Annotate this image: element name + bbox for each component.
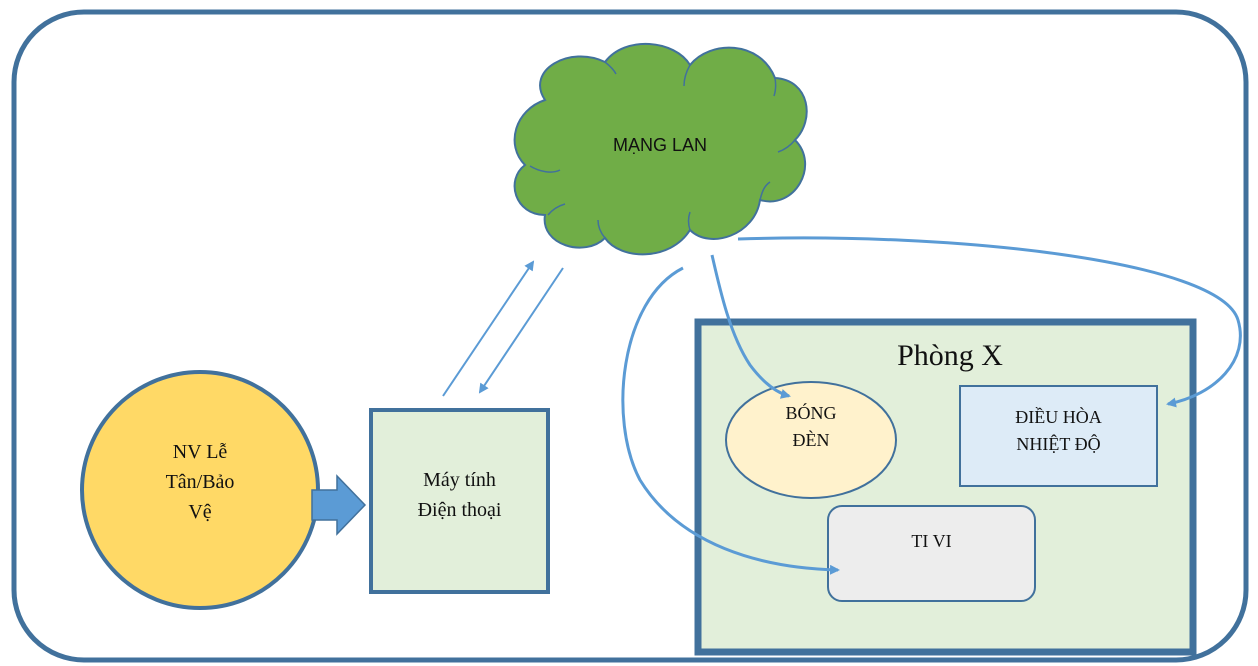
arrow-cloud-to-aircon (737, 236, 1242, 408)
block-arrow (311, 474, 367, 536)
person-label: NV Lễ Tân/Bảo Vệ (165, 441, 235, 523)
device-box (369, 408, 550, 594)
arrow-cloud-to-tv (621, 266, 840, 575)
aircon-box (959, 385, 1158, 487)
device-label: Máy tính Điện thoại (417, 469, 502, 521)
network-label: MẠNG LAN (612, 135, 708, 155)
light-ellipse (725, 381, 897, 499)
tv-label: TI VI (911, 531, 952, 551)
arrow-cloud-to-device (478, 267, 564, 394)
tv-box (827, 505, 1036, 602)
room-title: Phòng X (897, 339, 1003, 372)
network-cloud (513, 42, 808, 256)
aircon-label: ĐIỀU HÒA NHIỆT ĐỘ (1015, 407, 1102, 454)
arrow-device-to-cloud (442, 260, 535, 397)
light-label: BÓNG ĐÈN (785, 403, 837, 450)
arrow-cloud-to-light (710, 254, 791, 399)
